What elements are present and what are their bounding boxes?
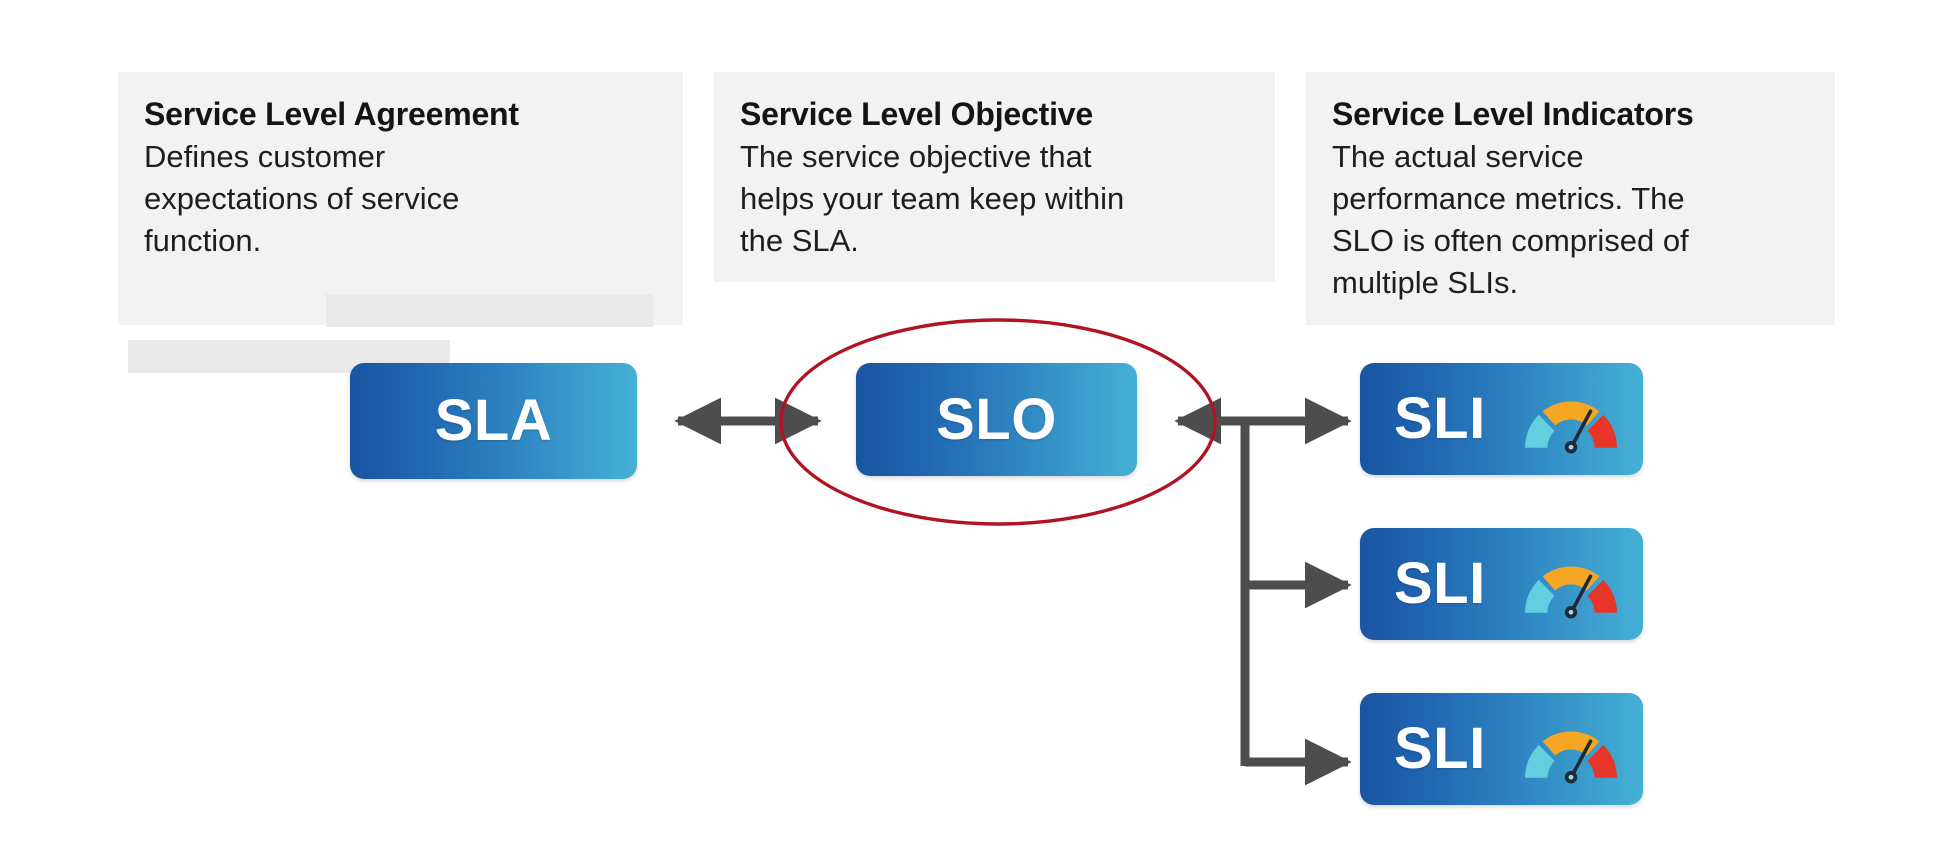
speedometer-gauge-icon xyxy=(1517,718,1625,786)
node-label-sla: SLA xyxy=(434,388,553,453)
card-title-sla: Service Level Agreement xyxy=(144,96,519,132)
card-body-slo: The service objective that helps your te… xyxy=(740,138,1125,259)
card-title-slo: Service Level Objective xyxy=(740,96,1093,132)
definition-card-slo: Service Level Objective The service obje… xyxy=(714,72,1275,282)
card-title-sli: Service Level Indicators xyxy=(1332,96,1694,132)
card-body-sli: The actual service performance metrics. … xyxy=(1332,138,1689,301)
node-box-sla[interactable]: SLA xyxy=(350,363,637,479)
node-box-sli-3[interactable]: SLI xyxy=(1360,693,1643,805)
node-box-sli-1[interactable]: SLI xyxy=(1360,363,1643,475)
speedometer-gauge-icon xyxy=(1517,388,1625,456)
node-box-slo[interactable]: SLO xyxy=(856,363,1137,476)
node-label-slo: SLO xyxy=(936,386,1057,452)
speedometer-gauge-icon xyxy=(1517,553,1625,621)
card-body-sla: Defines customer expectations of service… xyxy=(144,138,460,259)
node-label-sli-1: SLI xyxy=(1394,386,1486,451)
node-label-sli-2: SLI xyxy=(1394,551,1486,616)
node-label-sli-3: SLI xyxy=(1394,716,1486,781)
definition-card-sli: Service Level Indicators The actual serv… xyxy=(1306,72,1835,325)
node-box-sli-2[interactable]: SLI xyxy=(1360,528,1643,640)
redaction-block xyxy=(326,294,653,327)
definition-card-sla: Service Level Agreement Defines customer… xyxy=(118,72,683,373)
